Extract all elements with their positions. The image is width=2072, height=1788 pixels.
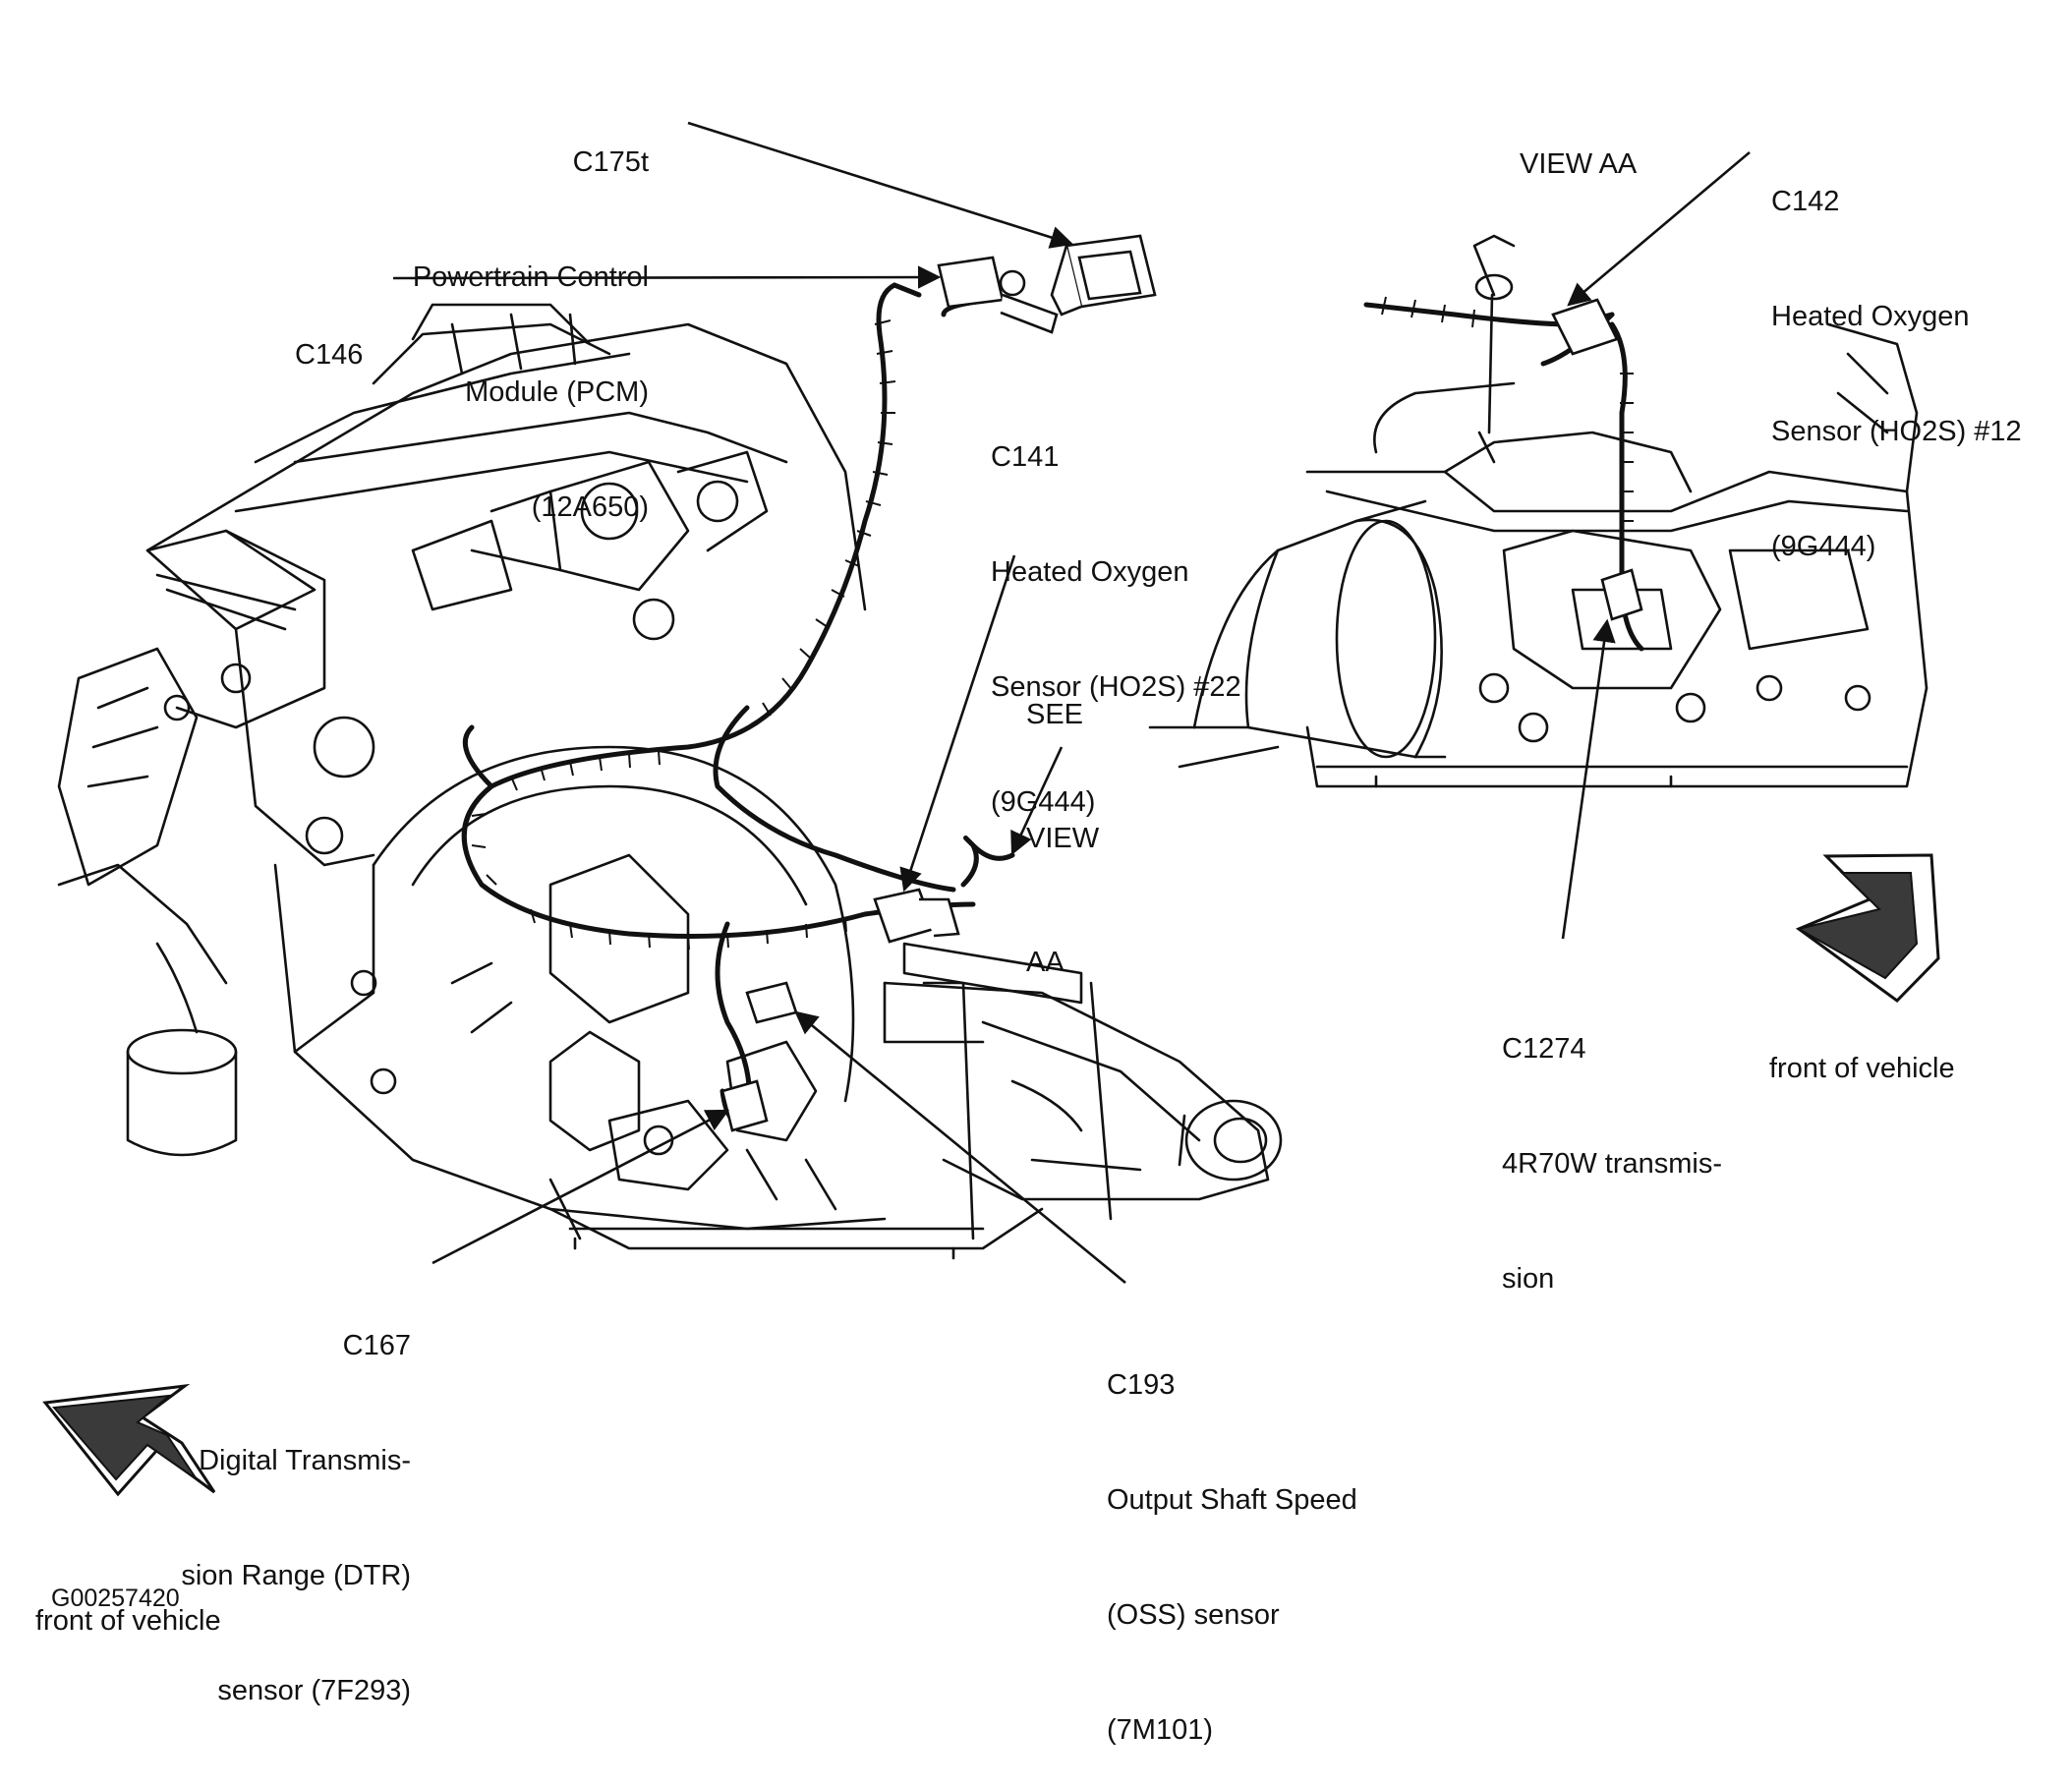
label-c175t: C175t Powertrain Control Module (PCM) (1… — [413, 67, 649, 565]
label-c175t-code: C175t — [572, 146, 649, 178]
label-c1274-code: C1274 — [1502, 1033, 1586, 1065]
leader-c141 — [899, 554, 1016, 893]
leader-c193 — [794, 1010, 1126, 1285]
c141-connector — [873, 888, 960, 944]
label-c193-line1: Output Shaft Speed — [1107, 1484, 1357, 1516]
label-see: SEE — [1026, 699, 1084, 730]
label-see-view-aa: SEE VIEW AA — [1026, 611, 1099, 1024]
view-aa-harness-ribbing — [1381, 296, 1634, 522]
c1274-connector — [1600, 568, 1643, 621]
label-view: VIEW — [1026, 823, 1100, 854]
view-aa-title: VIEW AA — [1520, 148, 1638, 180]
label-c167-line2: sion Range (DTR) — [181, 1560, 411, 1591]
label-c193: C193 Output Shaft Speed (OSS) sensor (7M… — [1107, 1290, 1357, 1788]
leader-lines-inset — [1561, 151, 1751, 940]
label-c193-line2: (OSS) sensor — [1107, 1599, 1280, 1631]
label-c1274: C1274 4R70W transmis- sion — [1502, 953, 1722, 1337]
front-arrow-left-icon — [42, 1383, 216, 1497]
label-c146: C146 — [295, 260, 363, 413]
engine-transmission-drawing — [57, 303, 1283, 1260]
front-of-vehicle-left-text: front of vehicle — [35, 1605, 221, 1637]
label-c142: C142 Heated Oxygen Sensor (HO2S) #12 (9G… — [1771, 106, 2022, 605]
label-view-aa: VIEW AA — [1520, 69, 1637, 222]
label-c146-code: C146 — [295, 339, 364, 371]
label-c167-code: C167 — [342, 1330, 411, 1361]
label-c175t-line1: Powertrain Control — [412, 261, 649, 293]
c146-connector — [937, 256, 1059, 334]
label-c141-line1: Heated Oxygen — [991, 556, 1189, 588]
label-aa: AA — [1026, 947, 1065, 978]
leader-c146 — [392, 265, 942, 289]
c142-connector — [1551, 298, 1619, 356]
label-c141-line3: (9G444) — [991, 786, 1096, 818]
view-aa-harness — [1363, 302, 1644, 652]
leader-c142 — [1567, 151, 1751, 307]
label-c1274-line1: 4R70W transmis- — [1502, 1148, 1722, 1180]
c193-connector — [745, 981, 798, 1024]
leader-c1274 — [1561, 618, 1616, 940]
label-c142-code: C142 — [1771, 186, 1840, 217]
harness-ribbing — [471, 319, 896, 951]
figure-code: G00257420 — [51, 1585, 180, 1612]
label-c1274-line2: sion — [1502, 1263, 1555, 1295]
front-of-vehicle-right-text: front of vehicle — [1769, 1053, 1955, 1084]
wiring-diagram — [42, 121, 1940, 1497]
label-c141: C141 Heated Oxygen Sensor (HO2S) #22 (9G… — [991, 362, 1241, 860]
c175t-connector — [1050, 234, 1157, 317]
leader-c175t — [687, 121, 1074, 249]
label-c175t-line2: Module (PCM) — [465, 376, 649, 408]
label-c175t-line3: (12A650) — [531, 491, 649, 523]
label-c193-code: C193 — [1107, 1369, 1176, 1401]
label-c167-line1: Digital Transmis- — [199, 1445, 411, 1476]
view-aa-drawing — [1148, 234, 1928, 788]
leader-see-view — [1010, 746, 1064, 856]
label-front-of-vehicle-left: front of vehicle — [35, 1526, 221, 1679]
front-arrow-right-icon — [1795, 853, 1940, 1003]
label-c142-line2: Sensor (HO2S) #12 — [1771, 416, 2022, 447]
label-c142-line1: Heated Oxygen — [1771, 301, 1970, 332]
label-c141-code: C141 — [991, 441, 1060, 473]
leader-c167 — [432, 1109, 730, 1265]
label-front-of-vehicle-right: front of vehicle — [1769, 973, 1955, 1126]
label-c142-line3: (9G444) — [1771, 531, 1876, 562]
leader-lines — [392, 121, 1126, 1285]
c167-connector — [720, 1079, 769, 1132]
label-c193-line3: (7M101) — [1107, 1714, 1213, 1746]
label-c141-line2: Sensor (HO2S) #22 — [991, 671, 1241, 703]
